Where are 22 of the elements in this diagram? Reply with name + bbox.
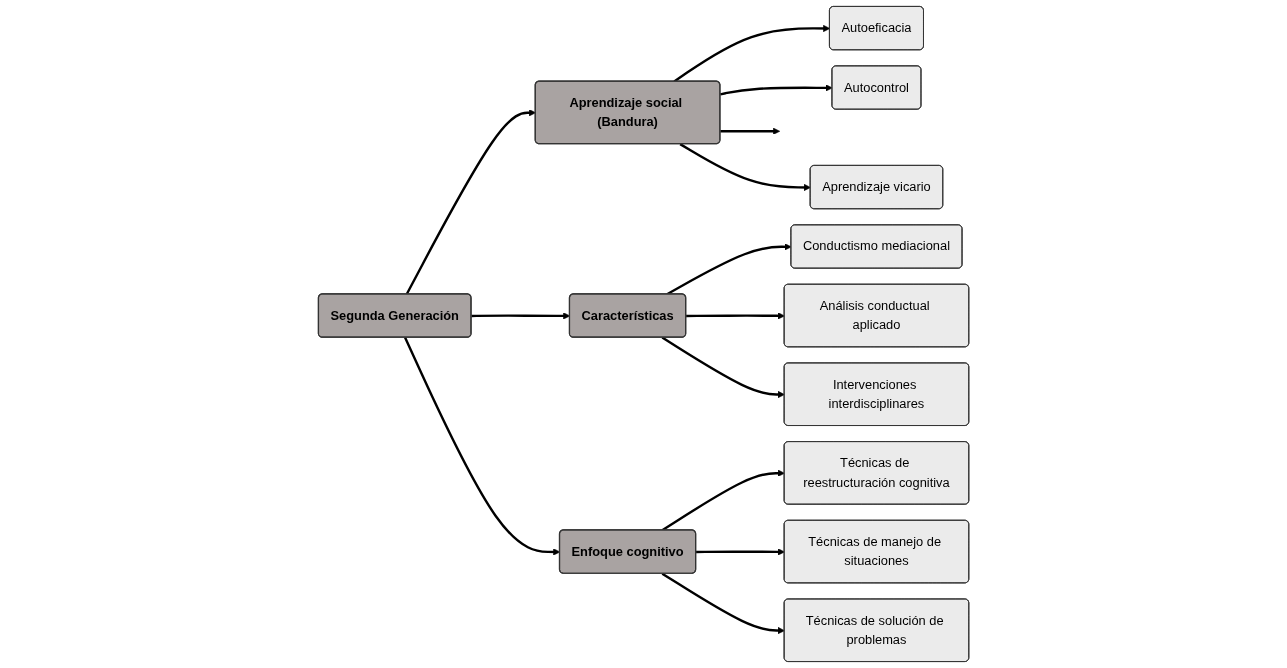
concept-box: Aprendizaje social (Bandura) xyxy=(534,80,721,145)
arrow xyxy=(695,548,785,556)
concept-box: Técnicas de manejo de situaciones xyxy=(783,519,970,584)
concept-box: Características xyxy=(568,293,687,338)
arrow xyxy=(405,109,536,295)
arrow xyxy=(661,572,785,635)
concept-box: Técnicas de solución de problemas xyxy=(783,598,970,662)
concept-box: Técnicas de reestructuración cognitiva xyxy=(783,441,970,505)
concept-box: Intervenciones interdisciplinares xyxy=(783,362,970,426)
concept-box: Autocontrol xyxy=(831,65,922,110)
concept-box: Segunda Generación xyxy=(317,293,472,338)
arrow xyxy=(720,127,780,135)
arrow xyxy=(685,312,785,320)
concept-box: Autoeficacia xyxy=(828,6,924,51)
arrow xyxy=(673,24,831,83)
concept-box: Conductismo mediacional xyxy=(790,224,963,269)
concept-box: Enfoque cognitivo xyxy=(558,529,697,574)
arrow xyxy=(661,336,785,399)
arrow xyxy=(719,84,833,96)
concept-box: Análisis conductual aplicado xyxy=(783,283,970,348)
arrow xyxy=(679,143,811,191)
concept-box: Aprendizaje vicario xyxy=(809,165,944,210)
